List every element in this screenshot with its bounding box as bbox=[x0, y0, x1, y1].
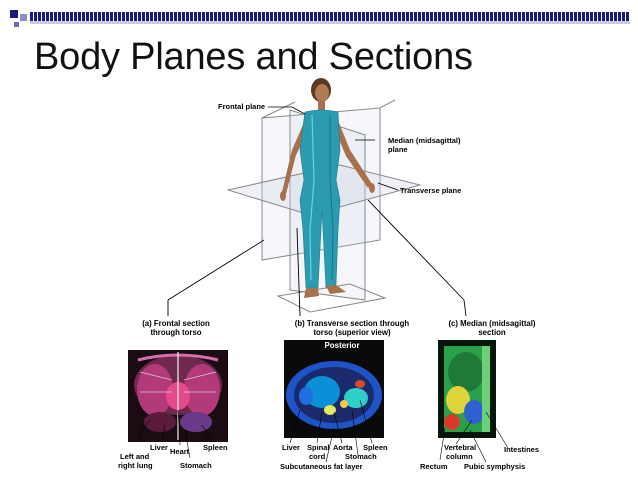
transverse-section-leaders bbox=[289, 399, 373, 463]
corner-square-dark bbox=[10, 10, 18, 18]
median-plane-label-line2: plane bbox=[388, 145, 408, 154]
panel-b-aorta-label: Aorta bbox=[333, 443, 353, 452]
panel-b-spinal-label-line1: Spinal bbox=[307, 443, 330, 452]
panel-c-pubic-label: Pubic symphysis bbox=[464, 462, 526, 471]
corner-square-light bbox=[20, 14, 27, 21]
panel-c-rectum-label: Rectum bbox=[420, 462, 448, 471]
panel-b-fat-label: Subcutaneous fat layer bbox=[280, 462, 363, 471]
panel-b-spleen-label: Spleen bbox=[363, 443, 388, 452]
plane-leader-lines bbox=[268, 106, 399, 191]
human-figure bbox=[280, 78, 375, 298]
panel-c-caption: (c) Median (midsagittal) section bbox=[436, 319, 548, 337]
panel-leader-lines bbox=[167, 199, 467, 317]
panel-a-caption: (a) Frontal section through torso bbox=[120, 319, 232, 337]
corner-square-small bbox=[14, 22, 19, 27]
panel-a-liver-label: Liver bbox=[150, 443, 168, 452]
panel-a-stomach-label: Stomach bbox=[180, 461, 212, 470]
panel-a-caption-line1: (a) Frontal section bbox=[142, 319, 210, 328]
panel-b-caption-line2: torso (superior view) bbox=[313, 328, 391, 337]
posterior-label: Posterior bbox=[324, 341, 360, 350]
frontal-section-leaders bbox=[136, 409, 213, 459]
transverse-section-image bbox=[284, 340, 384, 438]
median-section-leaders bbox=[439, 411, 509, 463]
panel-a-caption-line2: through torso bbox=[150, 328, 202, 337]
panel-c-intestines-label: Intestines bbox=[504, 445, 540, 454]
median-plane-label-line1: Median (midsagittal) bbox=[388, 136, 461, 145]
panel-c-vertebral-label-line2: column bbox=[446, 452, 473, 461]
panel-b-caption-line1: (b) Transverse section through bbox=[294, 319, 410, 328]
panel-a-lung-label-line1: Left and bbox=[120, 452, 150, 461]
transverse-plane-label: Transverse plane bbox=[400, 186, 462, 195]
panel-b-spinal-label-line2: cord bbox=[309, 452, 326, 461]
frontal-plane-label: Frontal plane bbox=[218, 102, 266, 111]
panel-a-heart-label: Heart bbox=[170, 447, 190, 456]
panel-a-spleen-label: Spleen bbox=[203, 443, 228, 452]
panel-c-caption-line2: section bbox=[478, 328, 506, 337]
frontal-section-image bbox=[128, 350, 228, 442]
median-section-image bbox=[438, 340, 496, 438]
panel-c-caption-line1: (c) Median (midsagittal) bbox=[448, 319, 536, 328]
slide-title: Body Planes and Sections bbox=[34, 36, 473, 78]
header-band bbox=[30, 12, 630, 21]
header-band-light bbox=[30, 21, 630, 24]
panel-a-lung-label-line2: right lung bbox=[118, 461, 153, 470]
panel-c-vertebral-label-line1: Vertebral bbox=[444, 443, 477, 452]
panel-b-liver-label: Liver bbox=[282, 443, 300, 452]
panel-b-stomach-label: Stomach bbox=[345, 452, 377, 461]
panel-b-caption: (b) Transverse section through torso (su… bbox=[280, 319, 424, 337]
